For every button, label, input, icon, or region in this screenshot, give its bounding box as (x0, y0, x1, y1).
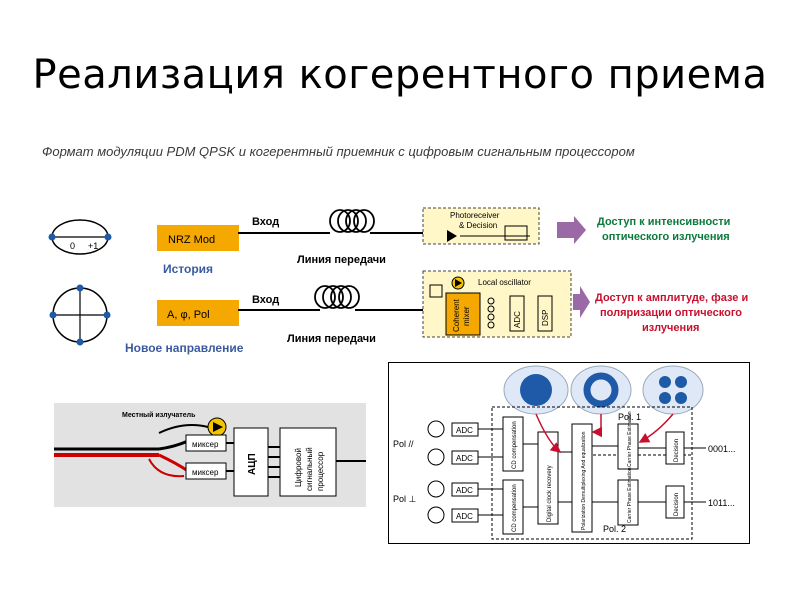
mixer-label: mixer (462, 306, 471, 326)
clock-recovery: Digital clock recovery (547, 465, 553, 522)
input-label-2: Вход (252, 294, 279, 306)
slide-title: Реализация когерентного приема (32, 52, 768, 98)
pol-x-label: Pol // (393, 439, 414, 449)
pol-y-label: Pol ⊥ (393, 494, 417, 504)
output-1: 0001... (708, 444, 736, 454)
adc-ru-label: АЦП (247, 453, 258, 475)
fiber-coil-2 (314, 285, 360, 309)
const-label-1: +1 (88, 241, 98, 251)
photoreceiver-label: Photoreceiver (450, 211, 500, 220)
adc-label: ADC (513, 311, 522, 328)
history-caption: История (163, 262, 213, 276)
right-dsp-diagram: Pol. 1 Pol. 2 Pol // Pol ⊥ ADC ADC ADC A… (388, 362, 750, 544)
arrow-text-1a: Доступ к интенсивности (597, 216, 730, 228)
slide-subtitle: Формат модуляции PDM QPSK и когерентный … (42, 144, 635, 159)
output-2: 1011... (708, 498, 735, 508)
arrow-2 (573, 286, 590, 318)
adc-1: ADC (456, 426, 473, 435)
constellation-ook: 0 +1 (48, 219, 112, 255)
decision-1: Decision (674, 439, 680, 462)
dsp-label: DSP (541, 310, 550, 326)
adc-column: ADC ADC ADC ADC (427, 420, 479, 524)
mixer-2-label: миксер (192, 468, 219, 477)
adc-3: ADC (456, 486, 473, 495)
pdm-modulator: A, φ, Pol (157, 300, 239, 326)
processor-label-2: сигнальный (305, 447, 314, 491)
line-label-1: Линия передачи (297, 254, 386, 266)
fiber-coil-1 (329, 209, 375, 233)
cd-comp-2: CD compensation (512, 484, 518, 532)
arrow-text-2a: Доступ к амплитуде, фазе и (595, 292, 748, 304)
photoreceiver-box: Photoreceiver & Decision (422, 207, 540, 245)
carrier-est-2: Carrier Phase Estimation (627, 467, 633, 523)
cd-comp-1: CD compensation (512, 421, 518, 469)
processor-label-3: процессор (316, 451, 325, 491)
local-laser-label: Местный излучатель (122, 411, 196, 419)
carrier-est-1: Carrier Phase Estimation (627, 411, 633, 467)
line-label-2: Линия передачи (287, 333, 376, 345)
local-oscillator-label: Local oscillator (478, 278, 531, 287)
constellation-clouds (503, 365, 704, 415)
processor-label-1: Цифровой (294, 448, 303, 487)
pol-1-label: Pol. 1 (618, 412, 641, 422)
arrow-1 (557, 216, 586, 244)
adc-2: ADC (456, 454, 473, 463)
input-label-1: Вход (252, 216, 279, 228)
adc-4: ADC (456, 512, 473, 521)
constellation-qpsk (49, 284, 111, 346)
nrz-mod-label: NRZ Mod (168, 234, 215, 246)
arrow-text-2b: поляризации оптического (600, 307, 742, 319)
arrow-text-1b: оптического излучения (602, 231, 730, 243)
decision-2: Decision (674, 493, 680, 516)
coherent-label: Coherent (452, 298, 461, 332)
coherent-receiver-box: Local oscillator Coherent mixer ADC DSP (422, 270, 572, 338)
left-receiver-diagram: Местный излучатель миксер миксер АЦП Циф… (54, 403, 366, 507)
nrz-modulator: NRZ Mod (157, 225, 239, 251)
const-label-0: 0 (70, 241, 75, 251)
pol-demux: Polarization Demultiplexing And equaliza… (581, 431, 587, 530)
new-direction-caption: Новое направление (125, 341, 244, 355)
pdm-mod-label: A, φ, Pol (167, 309, 210, 321)
arrow-text-2c: излучения (642, 322, 699, 334)
decision-label: & Decision (459, 221, 497, 230)
pol-2-label: Pol. 2 (603, 524, 626, 534)
mixer-1-label: миксер (192, 440, 219, 449)
